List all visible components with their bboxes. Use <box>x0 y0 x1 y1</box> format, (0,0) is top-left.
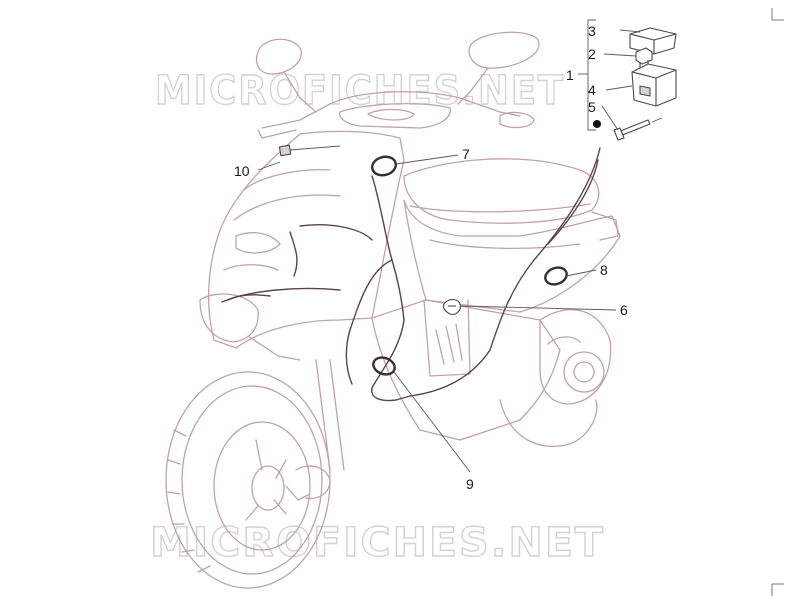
connector-10 <box>278 144 341 157</box>
rear-wheel <box>499 399 598 447</box>
callout-9: 9 <box>466 476 474 492</box>
wiring-harness <box>221 147 601 402</box>
connector-dot <box>593 120 601 128</box>
callout-4: 4 <box>588 82 596 98</box>
front-wheel <box>165 371 331 589</box>
callout-6: 6 <box>620 302 628 318</box>
front-shield <box>207 130 405 349</box>
clamp-ring-8 <box>544 266 568 286</box>
crop-marks <box>771 8 784 596</box>
callout-8: 8 <box>600 262 608 278</box>
front-fender <box>199 293 259 343</box>
assembly-bracket-1 <box>578 19 601 131</box>
callout-7: 7 <box>462 146 470 162</box>
seat <box>403 158 600 224</box>
floor-panel <box>371 299 561 441</box>
callout-10: 10 <box>234 163 250 179</box>
engine-case <box>539 309 612 405</box>
callout-3: 3 <box>588 23 596 39</box>
callout-2: 2 <box>588 46 596 62</box>
clamp-rings <box>370 155 568 376</box>
callout-5: 5 <box>588 99 596 115</box>
front-fork <box>315 359 345 471</box>
callout-1: 1 <box>566 67 574 83</box>
clamp-ring-9 <box>372 356 396 376</box>
handlebar <box>261 91 521 129</box>
right-mirror <box>468 31 540 69</box>
fuse-box-assembly <box>613 27 677 141</box>
callout-labels: 1 2 3 4 5 6 7 8 9 10 <box>234 23 628 492</box>
scooter-illustration <box>165 31 621 589</box>
watermark-bottom: MICROFICHES.NET <box>150 520 605 566</box>
wire-clip-6 <box>442 298 461 315</box>
rear-body <box>403 199 621 313</box>
leader-lines <box>257 29 641 473</box>
left-mirror <box>255 38 302 75</box>
clamp-ring-7 <box>370 155 398 177</box>
